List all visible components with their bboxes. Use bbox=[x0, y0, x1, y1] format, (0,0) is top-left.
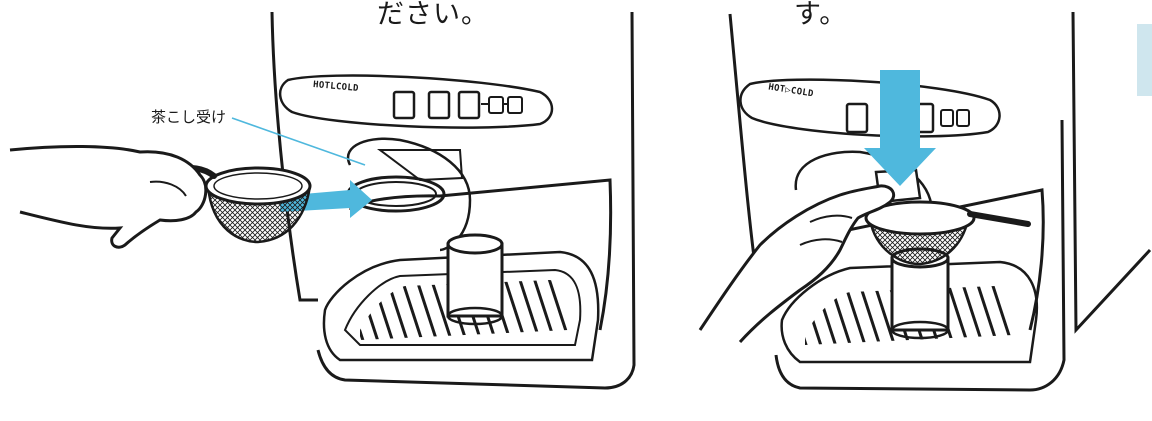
tea-strainer-right bbox=[866, 202, 1028, 264]
cup-left bbox=[448, 235, 502, 324]
right-illustration bbox=[700, 12, 1150, 390]
hand-left bbox=[10, 146, 206, 247]
strainer-holder-label: 茶こし受け bbox=[151, 108, 226, 126]
callout-line bbox=[232, 118, 365, 165]
left-illustration bbox=[10, 12, 634, 388]
page-edge-tab bbox=[1137, 24, 1152, 96]
